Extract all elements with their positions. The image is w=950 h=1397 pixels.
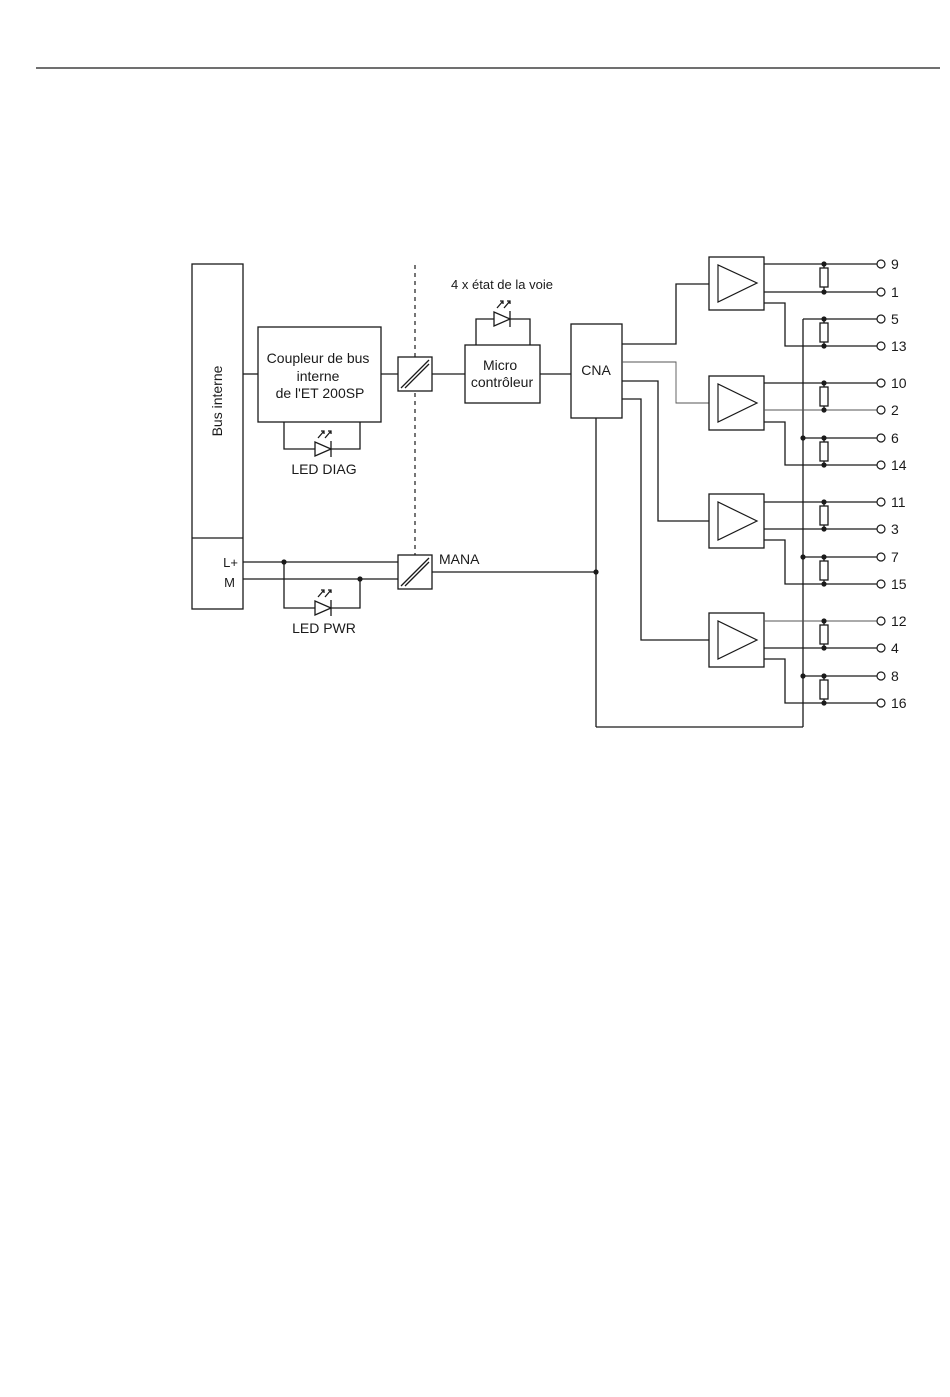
mana-bus [596,319,803,727]
svg-text:15: 15 [891,576,907,592]
led-diag-diode-icon [315,442,331,456]
terminal-8: 8 [877,668,899,684]
terminal-block: 9 1 5 13 10 2 6 14 11 3 7 15 12 4 8 16 [877,256,907,711]
isolator-mana: MANA [398,551,480,589]
svg-text:8: 8 [891,668,899,684]
backplane-bus: Bus interne L+ M [192,264,243,609]
coupler-line-3: de l'ET 200SP [276,385,365,401]
terminal-1: 1 [877,284,899,300]
terminal-10: 10 [877,375,907,391]
svg-text:7: 7 [891,549,899,565]
terminal-6: 6 [877,430,899,446]
terminal-14: 14 [877,457,907,473]
dac-outputs [622,284,709,640]
svg-text:14: 14 [891,457,907,473]
bus-interne-label: Bus interne [209,365,225,436]
led-diag-label: LED DIAG [291,461,356,477]
cna-label: CNA [581,362,611,378]
coupler-line-2: interne [297,368,340,384]
power-supply-lines [243,559,398,581]
led-pwr: LED PWR [284,562,360,636]
svg-text:6: 6 [891,430,899,446]
terminal-13: 13 [877,338,907,354]
amplifier-ch1 [709,376,877,468]
bus-coupler: Coupleur de bus interne de l'ET 200SP [258,327,381,422]
channel-status-led: 4 x état de la voie [451,277,553,345]
isolator-top [398,357,432,391]
svg-text:13: 13 [891,338,907,354]
svg-text:16: 16 [891,695,907,711]
amplifier-ch0 [709,257,877,349]
terminal-3: 3 [877,521,899,537]
svg-text:10: 10 [891,375,907,391]
supply-m-label: M [224,575,235,590]
led-diag: LED DIAG [284,422,360,477]
terminal-9: 9 [877,256,899,272]
microcontroller: Micro contrôleur [465,345,540,403]
svg-text:12: 12 [891,613,907,629]
coupler-line-1: Coupleur de bus [267,350,370,366]
svg-text:2: 2 [891,402,899,418]
mana-label: MANA [439,551,480,567]
led-pwr-diode-icon [315,601,331,615]
terminal-2: 2 [877,402,899,418]
terminal-5: 5 [877,311,899,327]
terminal-12: 12 [877,613,907,629]
svg-text:3: 3 [891,521,899,537]
svg-text:5: 5 [891,311,899,327]
terminal-16: 16 [877,695,907,711]
micro-line-1: Micro [483,357,517,373]
svg-text:1: 1 [891,284,899,300]
svg-text:11: 11 [891,494,906,510]
terminal-7: 7 [877,549,899,565]
dac-cna: CNA [571,324,622,418]
led-pwr-label: LED PWR [292,620,356,636]
amplifier-ch2 [709,494,877,587]
svg-text:4: 4 [891,640,899,656]
micro-line-2: contrôleur [471,374,534,390]
amplifier-ch3 [709,613,877,706]
terminal-15: 15 [877,576,907,592]
supply-lplus-label: L+ [223,555,238,570]
terminal-4: 4 [877,640,899,656]
terminal-11: 11 [877,494,906,510]
channel-status-label: 4 x état de la voie [451,277,553,292]
channel-status-diode-icon [494,312,510,326]
svg-text:9: 9 [891,256,899,272]
